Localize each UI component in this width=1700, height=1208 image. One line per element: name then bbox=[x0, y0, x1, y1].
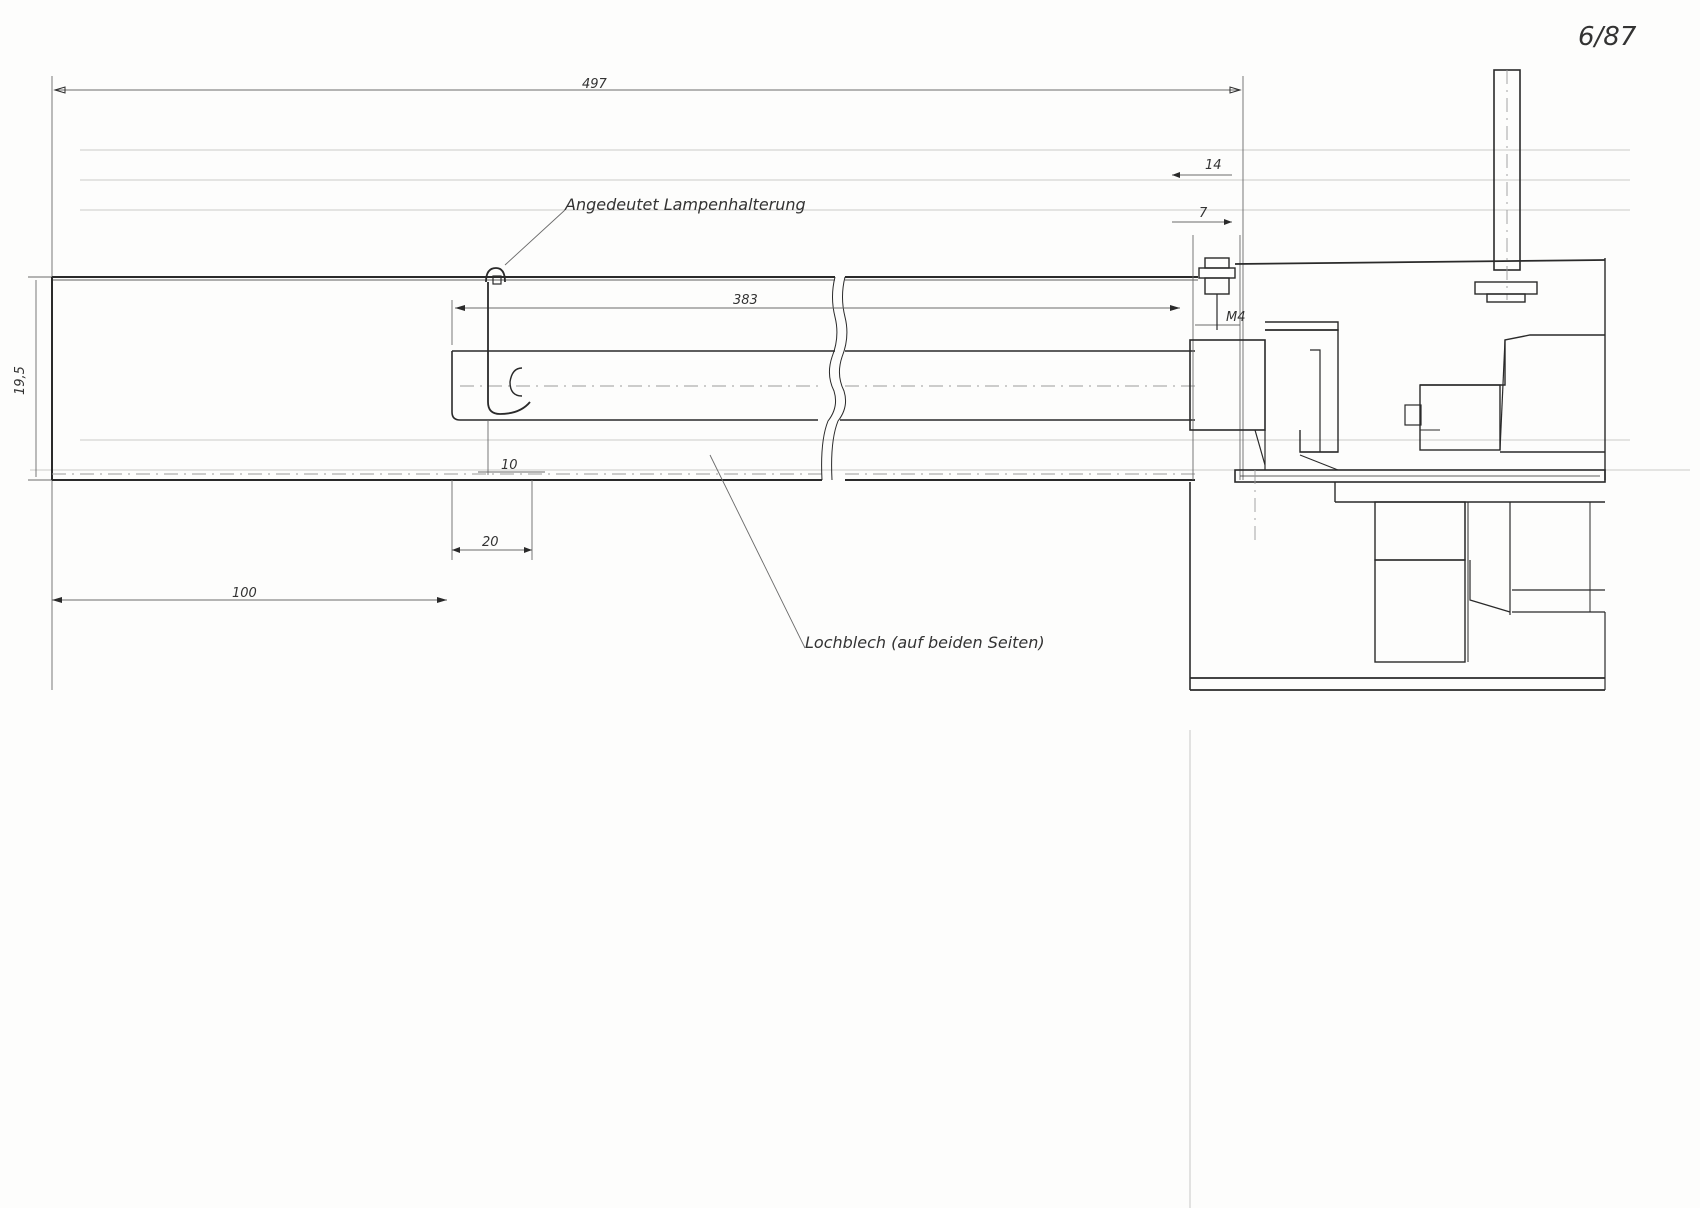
page-number: 6/87 bbox=[1578, 22, 1637, 52]
lamp-holder-hook bbox=[485, 209, 566, 415]
dimension-height: 19,5 bbox=[13, 276, 52, 481]
dimension-inner-label: 383 bbox=[733, 293, 758, 308]
dimension-left-label: 100 bbox=[232, 586, 257, 601]
mechanism bbox=[1189, 69, 1606, 691]
dimension-overall: 497 bbox=[51, 76, 1244, 690]
break-lines bbox=[821, 276, 848, 481]
dimension-14-label: 14 bbox=[1205, 158, 1222, 173]
dimension-offsets: 14 7 M4 bbox=[1172, 158, 1246, 480]
dimension-hook-width: 10 bbox=[478, 420, 545, 475]
dimension-gap: 20 bbox=[451, 480, 533, 560]
channel-right bbox=[840, 276, 1198, 481]
dimension-hook-width-label: 10 bbox=[501, 458, 518, 473]
bolt-label: M4 bbox=[1226, 310, 1246, 325]
lamp-holder-label: Angedeutet Lampenhalterung bbox=[564, 195, 806, 214]
dimension-gap-label: 20 bbox=[482, 535, 499, 550]
dimension-left: 100 bbox=[52, 586, 447, 603]
dimension-7-label: 7 bbox=[1199, 206, 1208, 221]
dimension-height-label: 19,5 bbox=[13, 366, 28, 395]
bolt-assembly bbox=[1198, 257, 1236, 330]
channel-left bbox=[51, 276, 835, 481]
dimension-inner: 383 bbox=[451, 293, 1180, 345]
perforated-sheet-leader bbox=[709, 454, 806, 649]
perforated-sheet-label: Lochblech (auf beiden Seiten) bbox=[805, 633, 1045, 652]
construction-lines bbox=[30, 149, 1690, 1208]
dimension-overall-label: 497 bbox=[582, 77, 608, 92]
